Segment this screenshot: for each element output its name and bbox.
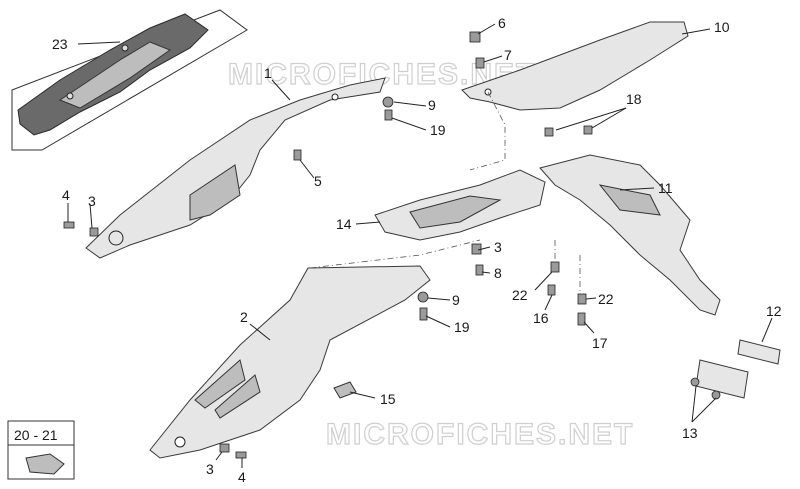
callout-3-bottom: 3 — [206, 461, 214, 477]
callout-19-mid: 19 — [454, 319, 470, 335]
callout-19-top: 19 — [430, 122, 446, 138]
watermark-bottom: MICROFICHES.NET — [326, 418, 634, 451]
callout-17: 17 — [592, 335, 608, 351]
inset-label: 20 - 21 — [14, 427, 58, 443]
callout-22-right: 22 — [598, 291, 614, 307]
callout-10: 10 — [714, 19, 730, 35]
callout-18: 18 — [626, 91, 642, 107]
inset-box-20-21 — [7, 420, 75, 480]
callout-9-top: 9 — [428, 97, 436, 113]
part-1-side-panel-left — [85, 77, 386, 259]
callout-5: 5 — [314, 173, 322, 189]
callout-15: 15 — [380, 391, 396, 407]
callout-16: 16 — [533, 310, 549, 326]
part-12-reflector — [737, 339, 781, 365]
callout-23: 23 — [52, 36, 68, 52]
callout-3-left: 3 — [88, 193, 96, 209]
callout-2: 2 — [240, 309, 248, 325]
callout-6: 6 — [498, 15, 506, 31]
callout-1: 1 — [264, 65, 272, 81]
callout-8: 8 — [494, 265, 502, 281]
part-2-side-panel-lower — [149, 265, 431, 459]
part-11-license-holder — [539, 154, 721, 316]
part-15-clip — [333, 381, 357, 399]
callout-14: 14 — [336, 216, 352, 232]
callout-22-left: 22 — [512, 287, 528, 303]
assembly-lines — [309, 91, 581, 294]
callout-9-mid: 9 — [452, 292, 460, 308]
callout-4-left: 4 — [62, 187, 70, 203]
plate-bracket — [695, 359, 749, 399]
part-23-undertray — [17, 13, 209, 136]
leader-lines — [67, 23, 773, 468]
callout-7: 7 — [504, 47, 512, 63]
callout-13: 13 — [682, 425, 698, 441]
part-14-inner-tray — [374, 169, 546, 241]
callout-4-bottom: 4 — [238, 469, 246, 485]
callout-3-mid: 3 — [494, 239, 502, 255]
callout-12: 12 — [766, 303, 782, 319]
callout-11: 11 — [658, 180, 673, 196]
fasteners — [63, 31, 721, 459]
